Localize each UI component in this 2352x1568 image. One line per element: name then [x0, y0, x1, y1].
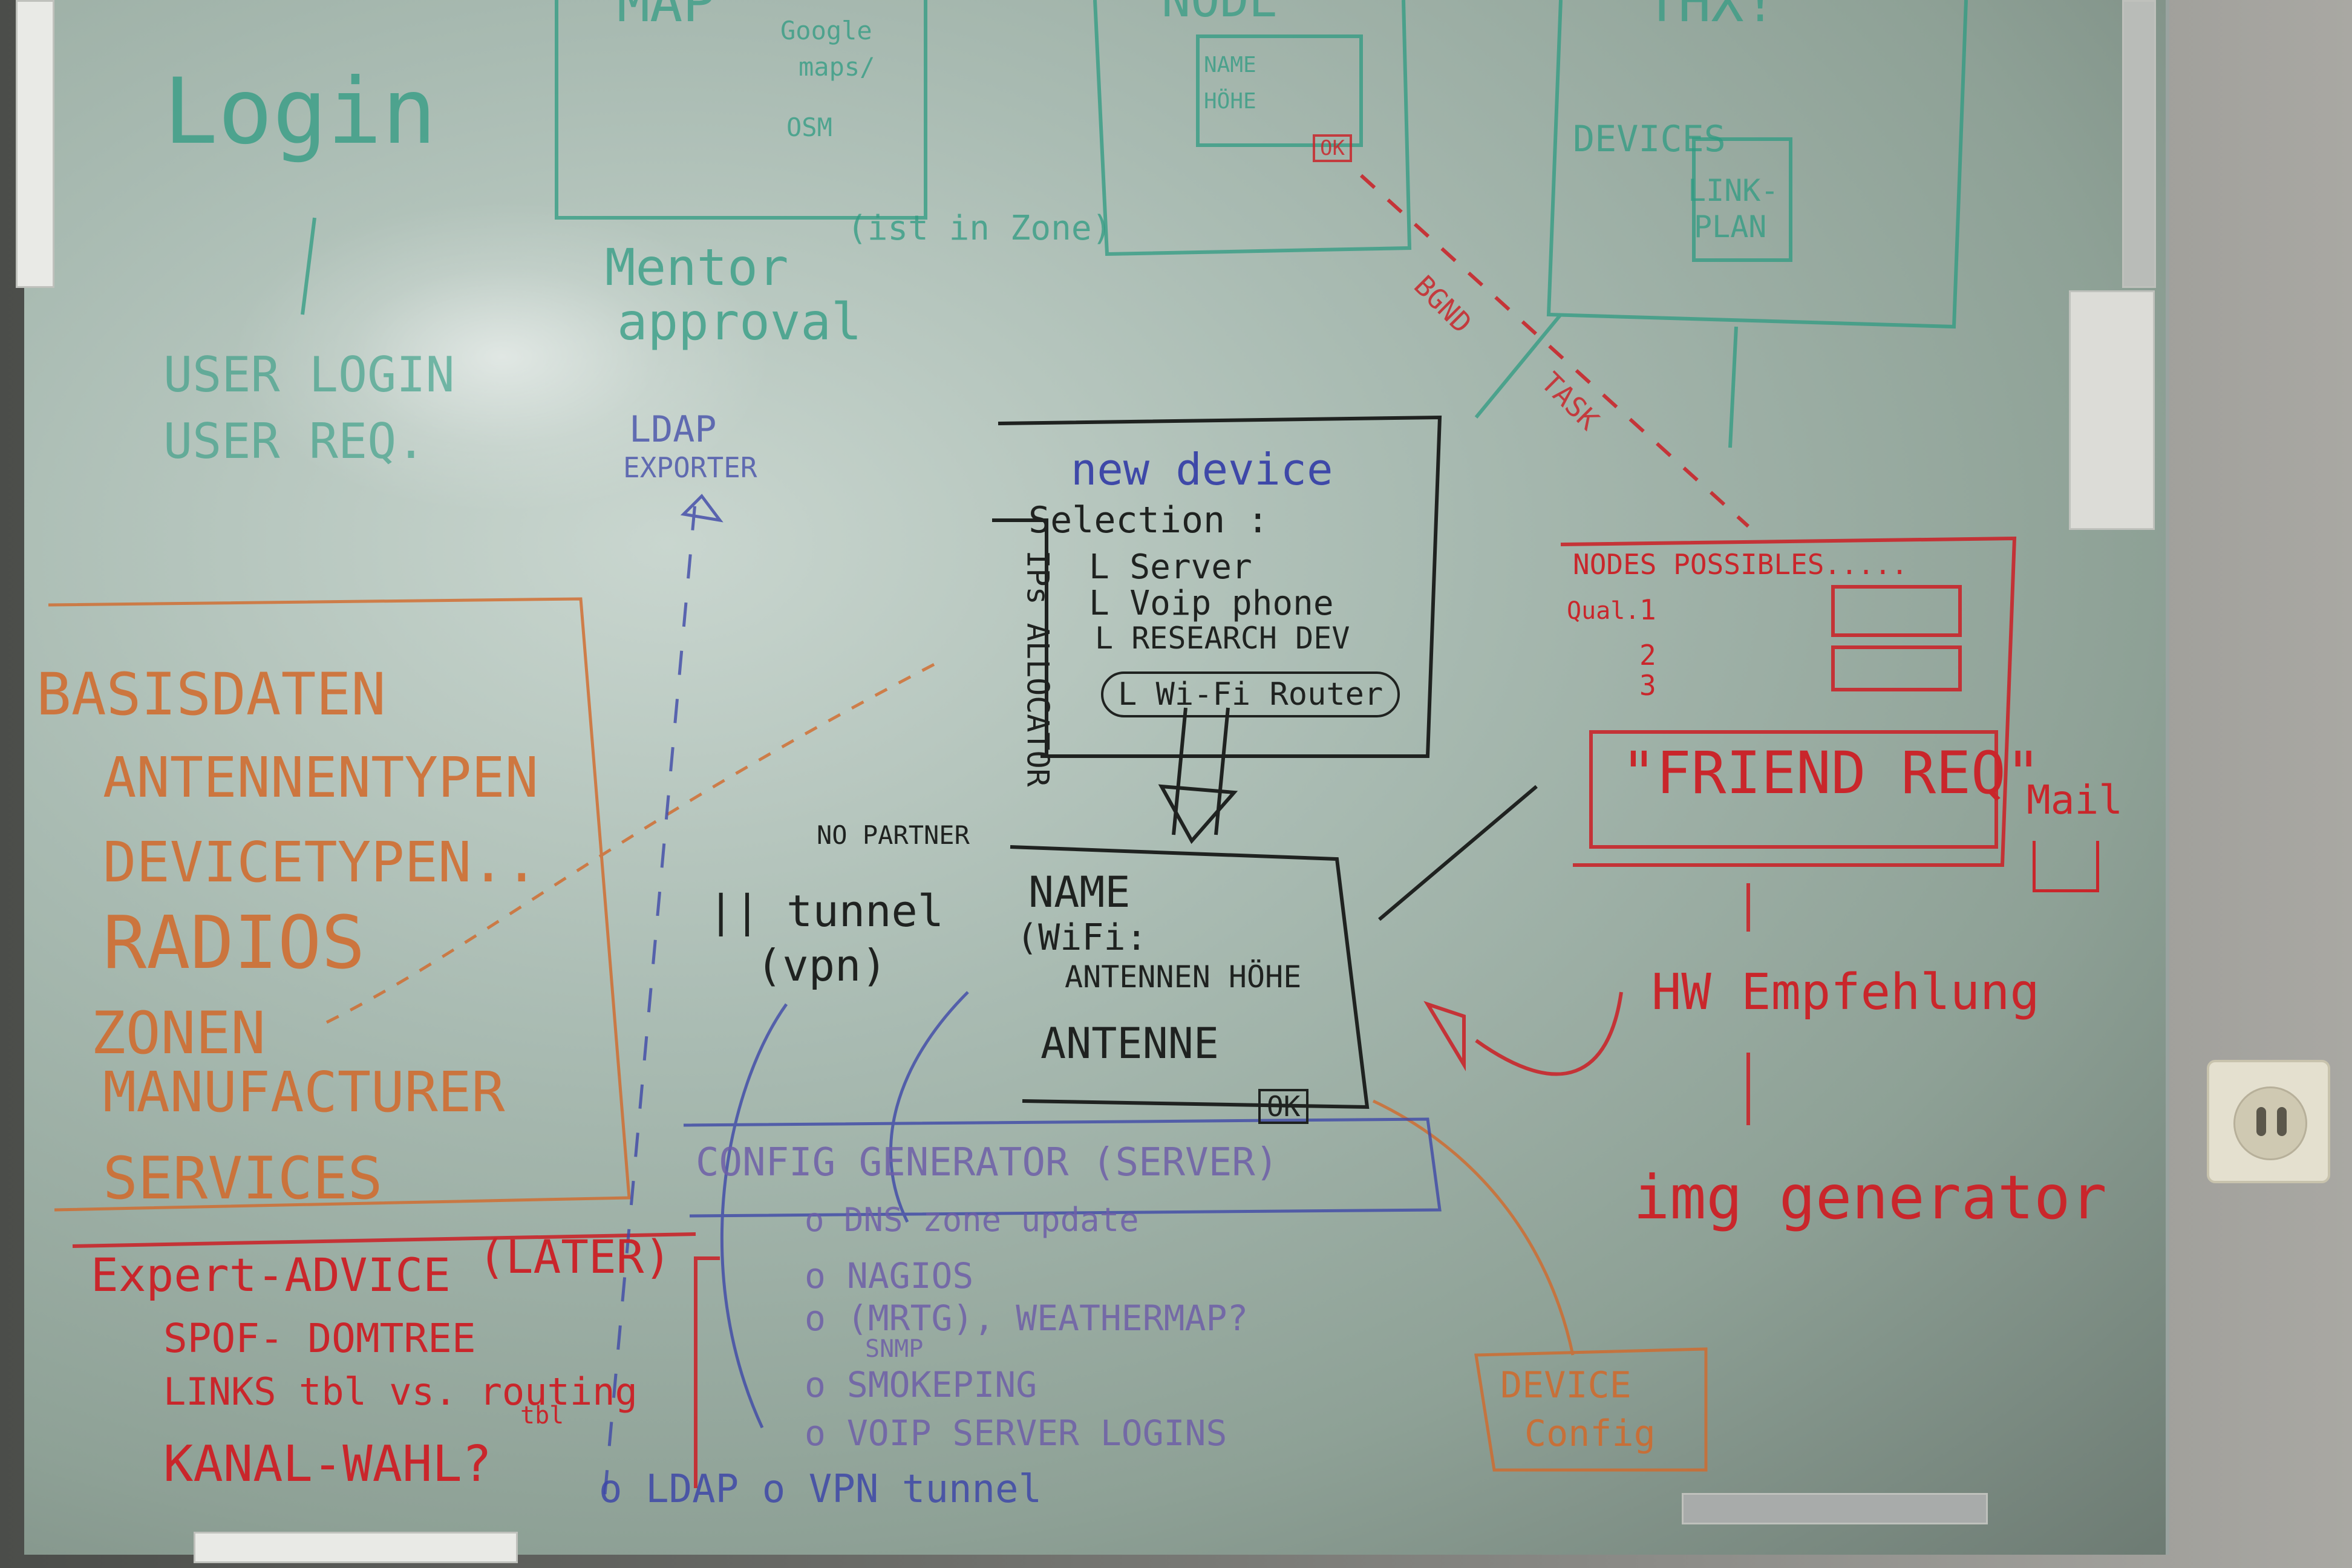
note-maps: maps/ — [799, 52, 875, 82]
note-opt-wifi: L Wi-Fi Router — [1101, 671, 1400, 717]
envelope-icon — [2033, 841, 2099, 892]
note-vpn: (vpn) — [756, 940, 887, 991]
light-glare — [230, 200, 774, 514]
note-q1: 1 — [1639, 593, 1656, 626]
note-ldap-vpn: o LDAP o VPN tunnel — [599, 1467, 1042, 1512]
board-clip-top-left — [16, 0, 54, 288]
wall-bracket — [2069, 290, 2155, 530]
note-hw-empfehlung: HW Empfehlung — [1651, 964, 2040, 1021]
note-node-hoehe: HÖHE — [1204, 89, 1256, 114]
note-tbl: tbl — [520, 1402, 564, 1429]
note-form-name: NAME — [1028, 867, 1131, 917]
note-q3: 3 — [1639, 669, 1656, 702]
note-form-antenne: ANTENNE — [1040, 1019, 1220, 1068]
note-q2: 2 — [1639, 639, 1656, 671]
note-google: Google — [780, 16, 872, 45]
note-tunnel: || tunnel — [708, 886, 944, 936]
note-config-generator: CONFIG GENERATOR (SERVER) — [696, 1140, 1279, 1185]
note-nodes-possibles: NODES POSSIBLES..... — [1573, 548, 1908, 581]
socket-pin-right — [2277, 1107, 2287, 1136]
board-clip-bottom-left — [194, 1532, 518, 1563]
note-map-title: MAP — [617, 0, 716, 34]
note-img-generator: img generator — [1633, 1162, 2107, 1233]
note-new-device: new device — [1071, 444, 1333, 495]
note-ips-allocator: IPs ALLOCATOR — [1020, 550, 1056, 787]
note-friend-req: "FRIEND REQ" — [1621, 739, 2041, 807]
note-thx-link: LINK- — [1688, 173, 1779, 208]
note-services: SERVICES — [103, 1145, 383, 1212]
note-devicetypen: DEVICETYPEN.. — [103, 830, 539, 895]
note-qual: Qual. — [1567, 597, 1640, 625]
note-node-name: NAME — [1204, 53, 1256, 77]
note-manufacturer: MANUFACTURER — [103, 1060, 505, 1125]
note-node-ok: OK — [1313, 134, 1352, 162]
note-zonen: ZONEN — [91, 999, 266, 1067]
note-mail: Mail — [2027, 777, 2123, 823]
note-basisdaten: BASISDATEN — [36, 661, 386, 728]
note-user-req: USER REQ. — [163, 413, 426, 469]
note-spof: SPOF- DOMTREE — [163, 1315, 476, 1362]
note-later: (LATER) — [478, 1230, 672, 1284]
note-mentor: Mentor — [605, 238, 789, 297]
note-links-tbl: LINKS tbl vs. routing — [163, 1370, 638, 1414]
board-clip-bottom-right — [1682, 1493, 1988, 1524]
note-opt-research: L RESEARCH DEV — [1095, 621, 1350, 656]
note-thx-devices: DEVICES — [1573, 118, 1726, 160]
note-no-partner: NO PARTNER — [817, 820, 970, 850]
note-approval: approval — [617, 292, 862, 351]
note-login: Login — [163, 59, 437, 165]
note-form-antennen: ANTENNEN HÖHE — [1065, 959, 1302, 995]
note-opt-voip: L Voip phone — [1089, 584, 1334, 623]
note-user-login: USER LOGIN — [163, 347, 455, 403]
note-ldap: LDAP — [629, 408, 717, 451]
wall-socket — [2207, 1060, 2330, 1183]
note-dns: o DNS zone update — [805, 1201, 1139, 1239]
note-device-config-2: Config — [1524, 1413, 1656, 1455]
note-nagios: o NAGIOS — [805, 1255, 974, 1296]
note-selection: Selection : — [1028, 499, 1269, 541]
note-ist-in-zone: (ist in Zone) — [847, 209, 1112, 248]
socket-outlet — [2233, 1086, 2307, 1160]
board-clip-top-right — [2122, 0, 2156, 288]
note-smokeping: o SMOKEPING — [805, 1364, 1037, 1405]
note-radios: RADIOS — [103, 901, 365, 985]
note-opt-server: L Server — [1089, 547, 1252, 587]
note-snmp: SNMP — [865, 1335, 924, 1363]
note-node-title: NODE — [1161, 0, 1278, 24]
note-thx-plan: PLAN — [1694, 209, 1767, 244]
note-antennentypen: ANTENNENTYPEN — [103, 745, 539, 810]
socket-pin-left — [2256, 1107, 2266, 1136]
note-exporter: EXPORTER — [623, 451, 757, 484]
note-osm: OSM — [786, 113, 832, 142]
note-form-ok: OK — [1258, 1089, 1309, 1124]
note-voip-logins: o VOIP SERVER LOGINS — [805, 1413, 1227, 1454]
note-thx-title: THX! — [1645, 0, 1777, 34]
note-kanal-wahl: KANAL-WAHL? — [163, 1436, 492, 1493]
note-device-config-1: DEVICE — [1500, 1364, 1632, 1406]
note-form-wifi: (WiFi: — [1016, 916, 1148, 959]
note-expert-advice: Expert-ADVICE — [91, 1248, 451, 1302]
note-mrtg: o (MRTG), WEATHERMAP? — [805, 1298, 1249, 1339]
